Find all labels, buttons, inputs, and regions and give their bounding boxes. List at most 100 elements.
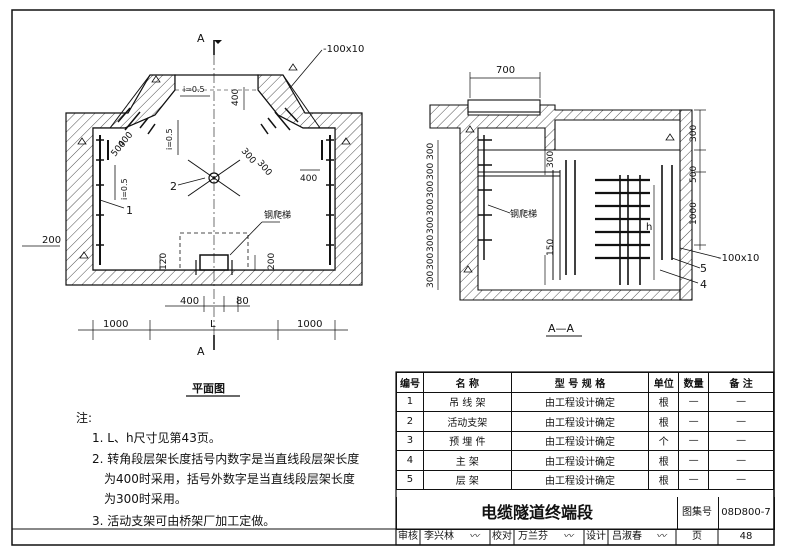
cell-qty: — [678, 430, 710, 451]
section-dim-500: 500 [689, 166, 699, 183]
section-left-dim-2: 300 [426, 163, 436, 180]
cell-no: 5 [396, 469, 424, 490]
table-row: 2 活动支架 由工程设计确定 根 — — [396, 411, 774, 432]
section-caption: A—A [548, 322, 575, 335]
plan-dim-400-c: 400 [300, 174, 317, 184]
plan-dim-L: L [210, 319, 216, 330]
plan-dim-400-bottom: 400 [180, 296, 199, 307]
header-remark: 备 注 [708, 372, 774, 393]
design-name: 吕淑春 [612, 531, 642, 542]
header-spec: 型 号 规 格 [510, 372, 650, 393]
plan-callout-2: 2 [170, 180, 177, 193]
section-left-dim-6: 300 [426, 235, 436, 252]
atlas-number-label: 图集号 [676, 497, 719, 530]
plan-callout-1: 1 [126, 204, 133, 217]
table-row: 5 层 架 由工程设计确定 根 — — [396, 469, 774, 490]
plan-slope-left: i=0.5 [120, 178, 129, 200]
review-signature: 〰 [469, 531, 479, 542]
table-header-row: 编号 名 称 型 号 规 格 单位 数量 备 注 [396, 372, 774, 393]
signature-row: 审核 李兴林 〰 校对 万兰芬 〰 设计 吕淑春 〰 页 48 [0, 529, 774, 545]
section-dim-700: 700 [496, 65, 515, 76]
cell-unit: 个 [648, 430, 680, 451]
drawing-title: 电缆隧道终端段 [396, 497, 678, 530]
note-item-2-cont: 为400时采用，括号外数字是当直线段层架长度 [104, 472, 355, 486]
cell-name: 预 埋 件 [422, 430, 512, 451]
plan-dim-1000-right: 1000 [297, 319, 322, 330]
cell-remark: — [708, 411, 774, 432]
header-no: 编号 [396, 372, 424, 393]
section-dim-150: 150 [546, 239, 556, 256]
cell-name: 活动支架 [422, 411, 512, 432]
plan-flat-steel-label: -100x10 [323, 44, 364, 55]
header-qty: 数量 [678, 372, 710, 393]
check-label: 校对 [492, 531, 512, 542]
section-dim-300-top: 300 [689, 125, 699, 142]
cell-spec: 由工程设计确定 [510, 411, 650, 432]
plan-dim-200: 200 [267, 253, 277, 270]
page-label: 页 [692, 531, 702, 542]
section-left-dim-8: 300 [426, 271, 436, 288]
review-name: 李兴林 [424, 531, 454, 542]
cell-no: 1 [396, 391, 424, 412]
table-row: 4 主 架 由工程设计确定 根 — — [396, 450, 774, 471]
cell-qty: — [678, 391, 710, 412]
cell-remark: — [708, 450, 774, 471]
plan-caption: 平面图 [192, 382, 225, 395]
plan-slope-mid: i=0.5 [165, 128, 174, 150]
section-left-dim-3: 300 [426, 181, 436, 198]
cell-unit: 根 [648, 391, 680, 412]
table-row: 3 预 埋 件 由工程设计确定 个 — — [396, 430, 774, 451]
review-label: 审核 [398, 531, 418, 542]
section-dim-300-inner: 300 [546, 151, 556, 168]
cell-qty: — [678, 411, 710, 432]
cell-unit: 根 [648, 469, 680, 490]
plan-dim-200-left: 200 [42, 235, 61, 246]
atlas-number-value: 08D800-7 [718, 497, 775, 530]
section-callout-4: 4 [700, 278, 707, 291]
design-signature: 〰 [656, 531, 666, 542]
parts-table: 编号 名 称 型 号 规 格 单位 数量 备 注 1 吊 线 架 由工程设计确定… [396, 372, 774, 490]
cell-name: 层 架 [422, 469, 512, 490]
note-item-1: 1. L、h尺寸见第43页。 [92, 431, 221, 445]
section-left-dim-5: 300 [426, 217, 436, 234]
plan-dim-80: 80 [236, 296, 249, 307]
plan-dim-120: 120 [159, 253, 169, 270]
section-dim-h: h [646, 222, 652, 233]
cell-no: 2 [396, 411, 424, 432]
section-view [429, 72, 721, 301]
check-name: 万兰芬 [518, 531, 548, 542]
title-block: 电缆隧道终端段 图集号 08D800-7 审核 李兴林 〰 校对 万兰芬 〰 设… [396, 497, 775, 545]
section-left-dim-4: 300 [426, 199, 436, 216]
note-item-2-end: 为300时采用。 [104, 492, 187, 506]
notes-heading: 注: [76, 411, 93, 425]
cell-spec: 由工程设计确定 [510, 430, 650, 451]
cell-name: 吊 线 架 [422, 391, 512, 412]
plan-dim-1000-left: 1000 [103, 319, 128, 330]
page-value: 48 [739, 531, 753, 542]
section-left-dim-1: 300 [426, 143, 436, 160]
check-signature: 〰 [563, 531, 573, 542]
cell-qty: — [678, 450, 710, 471]
section-mark-top: A [197, 32, 205, 45]
table-row: 1 吊 线 架 由工程设计确定 根 — — [396, 391, 774, 412]
cell-remark: — [708, 430, 774, 451]
cell-spec: 由工程设计确定 [510, 469, 650, 490]
cell-unit: 根 [648, 411, 680, 432]
drawing-frame [11, 9, 775, 546]
cell-remark: — [708, 469, 774, 490]
plan-view [22, 40, 363, 350]
section-flat-steel-label: -100x10 [718, 253, 759, 264]
section-mark-bottom: A [197, 345, 205, 358]
note-item-2: 2. 转角段层架长度括号内数字是当直线段层架长度 [92, 452, 360, 466]
cell-remark: — [708, 391, 774, 412]
section-ladder-label: 钢爬梯 [510, 208, 537, 220]
cell-spec: 由工程设计确定 [510, 450, 650, 471]
header-name: 名 称 [422, 372, 512, 393]
cell-no: 3 [396, 430, 424, 451]
design-label: 设计 [586, 531, 606, 542]
cell-unit: 根 [648, 450, 680, 471]
cell-qty: — [678, 469, 710, 490]
note-item-3: 3. 活动支架可由桥架厂加工定做。 [92, 514, 276, 528]
header-unit: 单位 [648, 372, 680, 393]
